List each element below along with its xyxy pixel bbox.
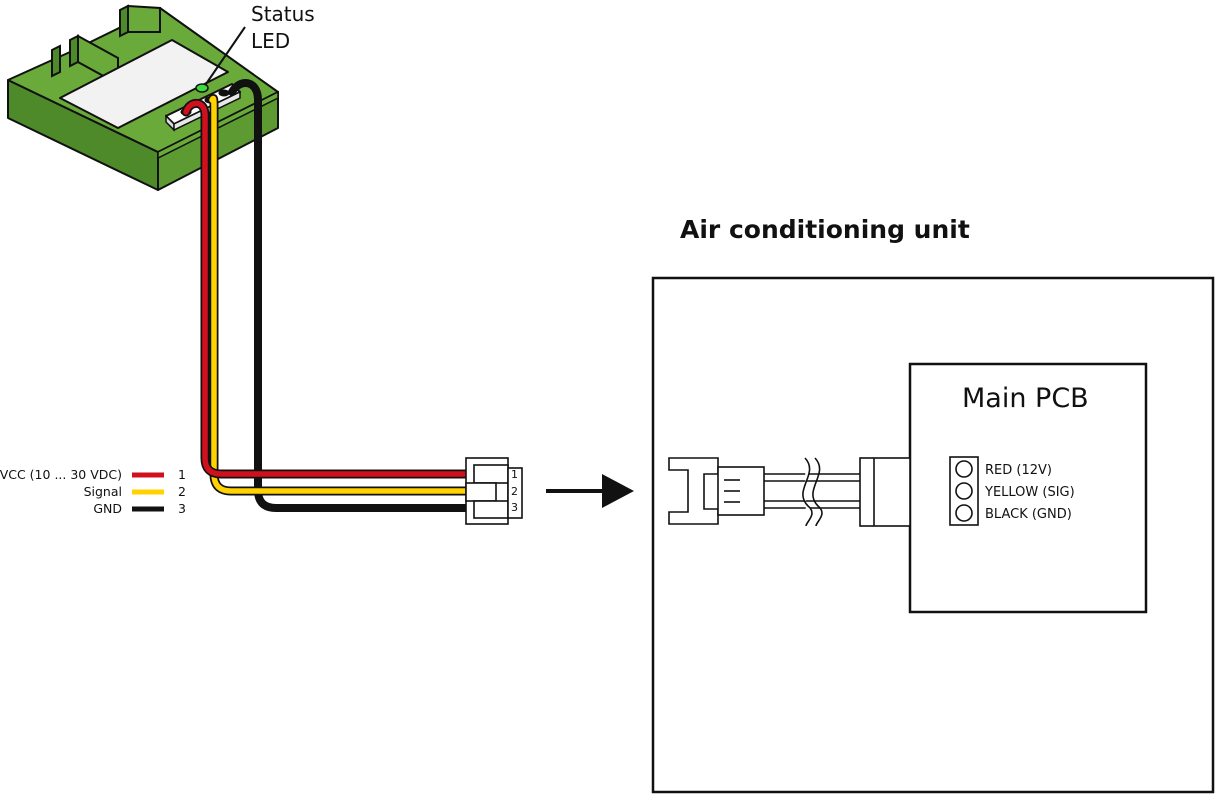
arrow-right-icon bbox=[546, 474, 634, 508]
legend-label-vcc: VCC (10 ... 30 VDC) bbox=[0, 467, 122, 482]
connector-pin-1: 1 bbox=[511, 468, 518, 481]
legend-label-gnd: GND bbox=[93, 501, 122, 516]
pcb-header bbox=[949, 456, 979, 526]
sensor-module bbox=[7, 4, 279, 191]
legend-pin-1: 1 bbox=[178, 467, 186, 482]
header-pin-yellow: YELLOW (SIG) bbox=[984, 485, 1075, 500]
status-led-pointer bbox=[205, 26, 246, 85]
status-led-icon bbox=[195, 83, 209, 93]
legend-pin-2: 2 bbox=[178, 484, 186, 499]
ac-unit-title: Air conditioning unit bbox=[680, 215, 970, 244]
legend-label-signal: Signal bbox=[84, 484, 122, 499]
cable-harness bbox=[181, 79, 471, 512]
legend-pin-3: 3 bbox=[178, 501, 186, 516]
ac-unit-box bbox=[651, 276, 1215, 794]
status-led-label-line2: LED bbox=[251, 29, 290, 53]
main-pcb-label: Main PCB bbox=[962, 383, 1089, 414]
connector-pin-3: 3 bbox=[511, 501, 518, 514]
connector-pin-2: 2 bbox=[511, 485, 518, 498]
header-pin-black: BLACK (GND) bbox=[985, 507, 1072, 522]
cable-connector bbox=[465, 457, 523, 525]
wire-legend: VCC (10 ... 30 VDC) Signal GND 1 2 3 bbox=[0, 467, 186, 516]
status-led-label: Status bbox=[251, 2, 315, 26]
ac-inner-harness bbox=[668, 457, 911, 527]
header-pin-red: RED (12V) bbox=[985, 463, 1052, 478]
